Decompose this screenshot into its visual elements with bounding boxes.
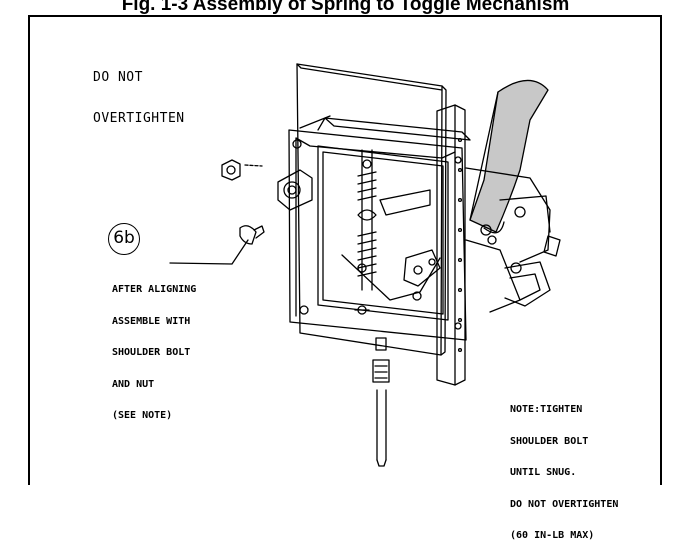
spring-assembly <box>357 149 377 291</box>
torque-note: NOTE:TIGHTEN SHOULDER BOLT UNTIL SNUG. D… <box>510 384 618 552</box>
toggle-mechanism-right <box>465 167 561 313</box>
alignment-note-line-4: AND NUT <box>112 378 155 390</box>
overtighten-note-line-1: DO NOT <box>93 70 143 86</box>
top-crossbar <box>299 115 471 141</box>
toggle-handle <box>469 79 549 245</box>
torque-note-line-1: NOTE:TIGHTEN <box>510 404 583 415</box>
alignment-note: AFTER ALIGNING ASSEMBLE WITH SHOULDER BO… <box>112 264 196 432</box>
torque-note-line-4: DO NOT OVERTIGHTEN <box>510 498 619 510</box>
callout-leader <box>169 239 249 265</box>
pivot-bracket <box>277 169 313 211</box>
drawing-frame <box>28 15 662 485</box>
toggle-mechanism-drawing <box>169 63 561 467</box>
figure-caption: Fig. 1-3 Assembly of Spring to Toggle Me… <box>121 0 570 15</box>
toggle-frame <box>288 129 467 341</box>
alignment-note-line-1: AFTER ALIGNING <box>112 284 197 295</box>
torque-note-line-5: (60 IN-LB MAX) <box>510 530 595 541</box>
cable-assembly <box>372 337 390 467</box>
overtighten-note-line-2: OVERTIGHTEN <box>93 111 185 127</box>
callout-6b: 6b <box>108 223 140 255</box>
alignment-note-line-5: (SEE NOTE) <box>112 410 173 421</box>
torque-note-line-2: SHOULDER BOLT <box>510 435 589 447</box>
torque-note-line-3: UNTIL SNUG. <box>510 467 577 478</box>
overtighten-note: DO NOT OVERTIGHTEN <box>93 44 185 139</box>
alignment-note-line-3: SHOULDER BOLT <box>112 347 191 358</box>
mounting-plate <box>296 63 447 356</box>
alignment-note-line-2: ASSEMBLE WITH <box>112 315 191 327</box>
linkage-arm <box>341 189 441 315</box>
vertical-post <box>436 104 466 386</box>
nut-and-bolt <box>221 159 265 245</box>
